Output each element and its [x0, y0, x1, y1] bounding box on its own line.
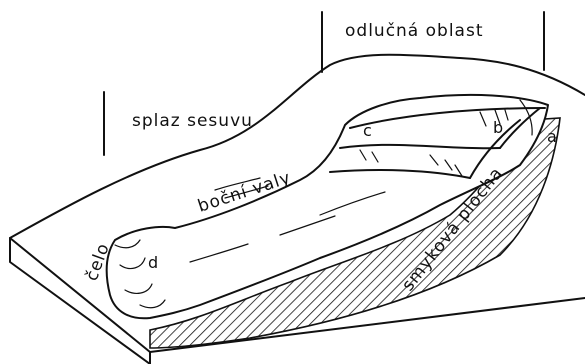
letter-a: a: [547, 127, 557, 146]
letter-d: d: [148, 253, 158, 272]
label-landslide-accumulation: splaz sesuvu: [132, 111, 253, 131]
letter-c: c: [363, 121, 372, 140]
label-detachment-area: odlučná oblast: [345, 21, 484, 41]
letter-b: b: [493, 118, 503, 137]
